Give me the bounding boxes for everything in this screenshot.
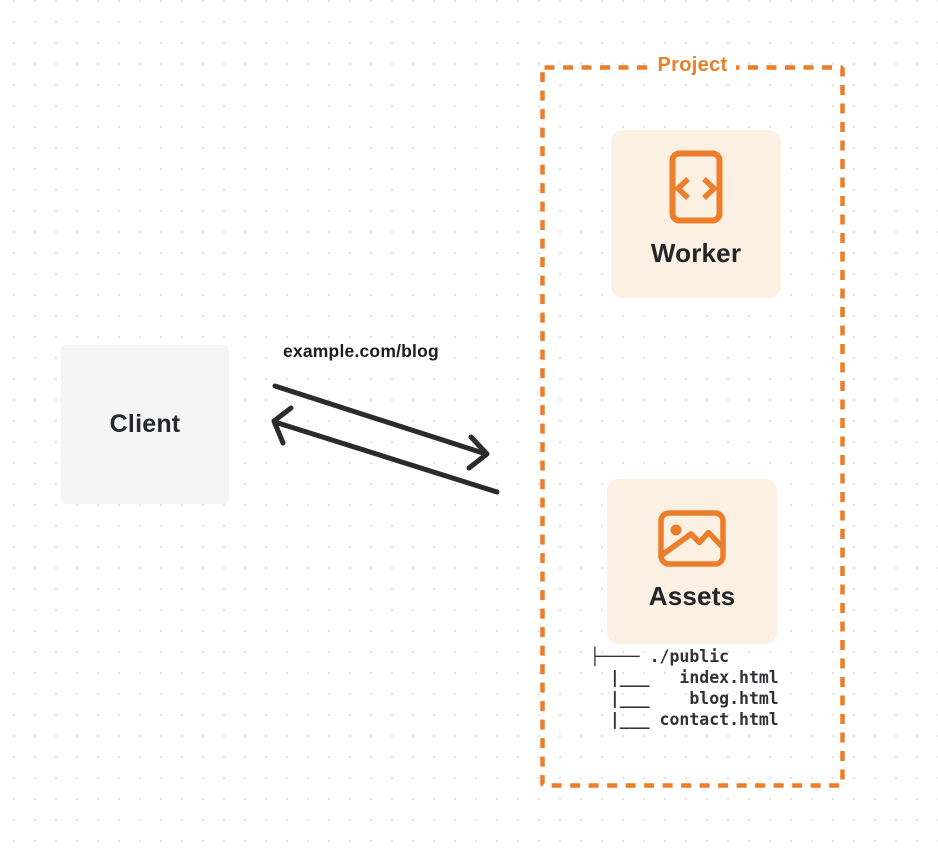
assets-file-tree: ├──── ./public |___ index.html |___ blog…	[590, 647, 779, 729]
assets-label: Assets	[648, 581, 736, 611]
image-icon	[658, 510, 726, 567]
project-boundary: Project Worker Assets	[540, 53, 845, 788]
request-response-arrows	[271, 383, 500, 495]
request-arrowhead-icon	[466, 434, 490, 471]
request-arrow-line	[272, 383, 486, 456]
request-url-label: example.com/blog	[283, 341, 439, 361]
client-label: Client	[109, 410, 181, 438]
worker-label: Worker	[650, 238, 742, 268]
project-label: Project	[648, 53, 737, 77]
assets-node: Assets	[607, 479, 777, 644]
code-file-icon	[669, 150, 723, 224]
worker-node: Worker	[611, 130, 781, 298]
client-node: Client	[61, 345, 229, 504]
response-arrow-line	[275, 420, 500, 495]
response-arrowhead-icon	[271, 405, 294, 446]
